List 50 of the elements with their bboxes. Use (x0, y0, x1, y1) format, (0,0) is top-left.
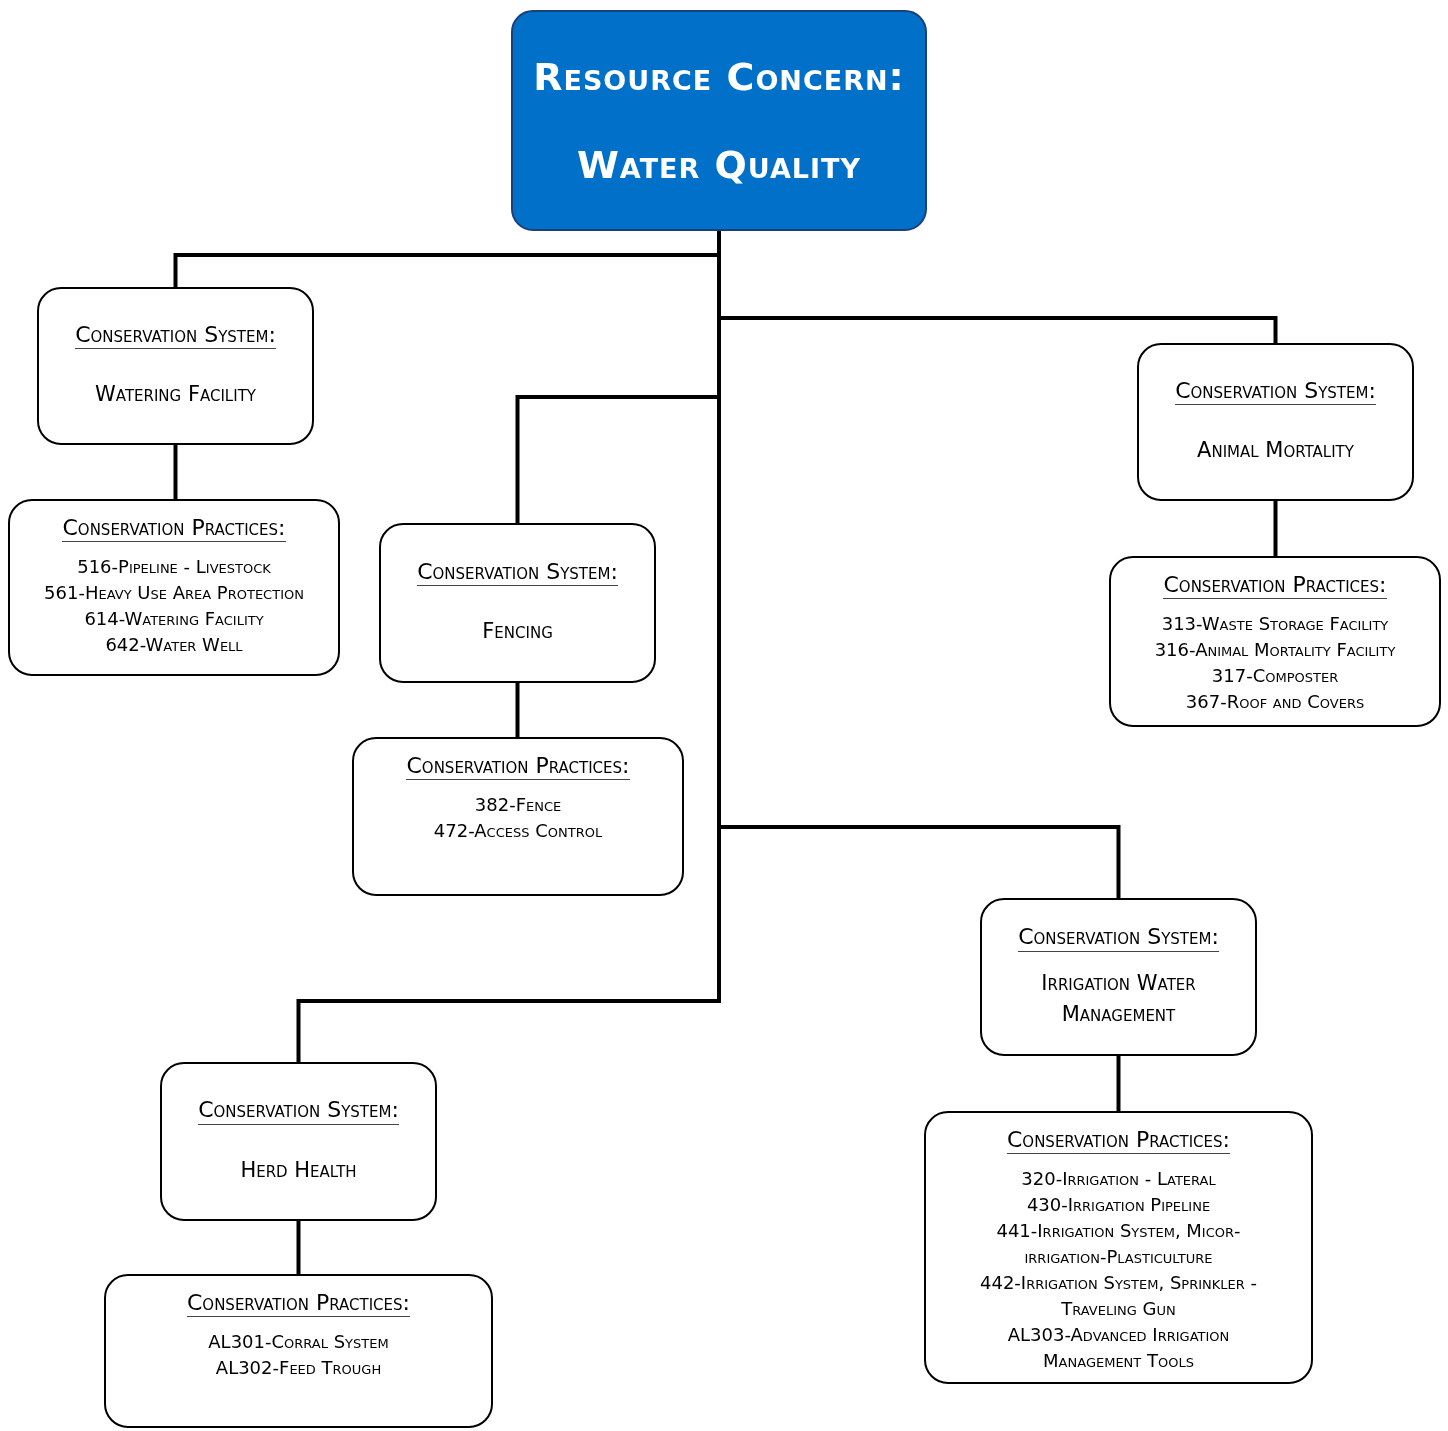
box-heading: Conservation Practices: (406, 753, 630, 781)
practice-item: 382-Fence (474, 793, 562, 818)
system-box (980, 898, 1257, 1056)
box-heading: Conservation System: (198, 1097, 399, 1125)
box-heading: Conservation Practices: (62, 515, 286, 543)
practice-item: 472-Access Control (433, 819, 603, 844)
concern-name: Water Quality (576, 142, 862, 187)
box-heading: Conservation System: (75, 321, 276, 350)
practice-item: 313-Waste Storage Facility (1161, 612, 1389, 637)
box-heading: Conservation System: (1175, 377, 1376, 406)
practices-box (104, 1274, 493, 1428)
concern-title: Resource Concern: (533, 54, 905, 99)
concern-box (511, 10, 927, 231)
practice-item: 316-Animal Mortality Facility (1154, 638, 1396, 663)
connector-line (515, 683, 520, 737)
box-heading: Conservation System: (417, 558, 618, 587)
box-heading: Conservation Practices: (1007, 1127, 1230, 1155)
practice-item: 320-Irrigation - Lateral (1021, 1167, 1216, 1192)
box-heading: Conservation System: (1018, 924, 1219, 952)
practice-item: AL303-Advanced Irrigation Management Tools (1006, 1323, 1231, 1374)
system-name: Herd Health (240, 1156, 357, 1184)
practices-box (1109, 556, 1441, 727)
practice-item: 317-Composter (1211, 664, 1339, 689)
connector-line (296, 1221, 301, 1274)
system-box (1137, 343, 1414, 501)
system-box (37, 287, 314, 445)
practices-box (352, 737, 684, 896)
practice-item: 442-Irrigation System, Sprinkler - Traveling Gun (979, 1271, 1258, 1322)
system-name: Animal Mortality (1197, 437, 1354, 465)
box-heading: Conservation Practices: (1163, 572, 1387, 600)
practice-item: 367-Roof and Covers (1185, 690, 1365, 715)
system-name: Watering Facility (95, 381, 256, 409)
box-heading: Conservation Practices: (187, 1290, 410, 1318)
practice-item: 430-Irrigation Pipeline (1026, 1193, 1211, 1218)
practices-box (8, 499, 340, 676)
connector-line (173, 445, 178, 499)
system-box (160, 1062, 437, 1221)
practice-item: 561-Heavy Use Area Protection (44, 581, 304, 606)
system-name: Fencing (482, 618, 553, 646)
connector-line (1273, 501, 1278, 556)
practice-item: 441-Irrigation System, Micor-irrigation-Plasticulture (995, 1219, 1242, 1270)
system-box (379, 523, 656, 683)
practice-item: AL301-Corral System (208, 1330, 389, 1355)
practice-item: 614-Watering Facility (84, 607, 264, 632)
system-name: Irrigation Water Management (1040, 969, 1197, 1028)
practices-box (924, 1111, 1313, 1384)
practice-item: AL302-Feed Trough (215, 1356, 382, 1381)
connector-line (1116, 1056, 1121, 1111)
practice-item: 516-Pipeline - Livestock (77, 555, 271, 580)
practice-item: 642-Water Well (105, 633, 243, 658)
